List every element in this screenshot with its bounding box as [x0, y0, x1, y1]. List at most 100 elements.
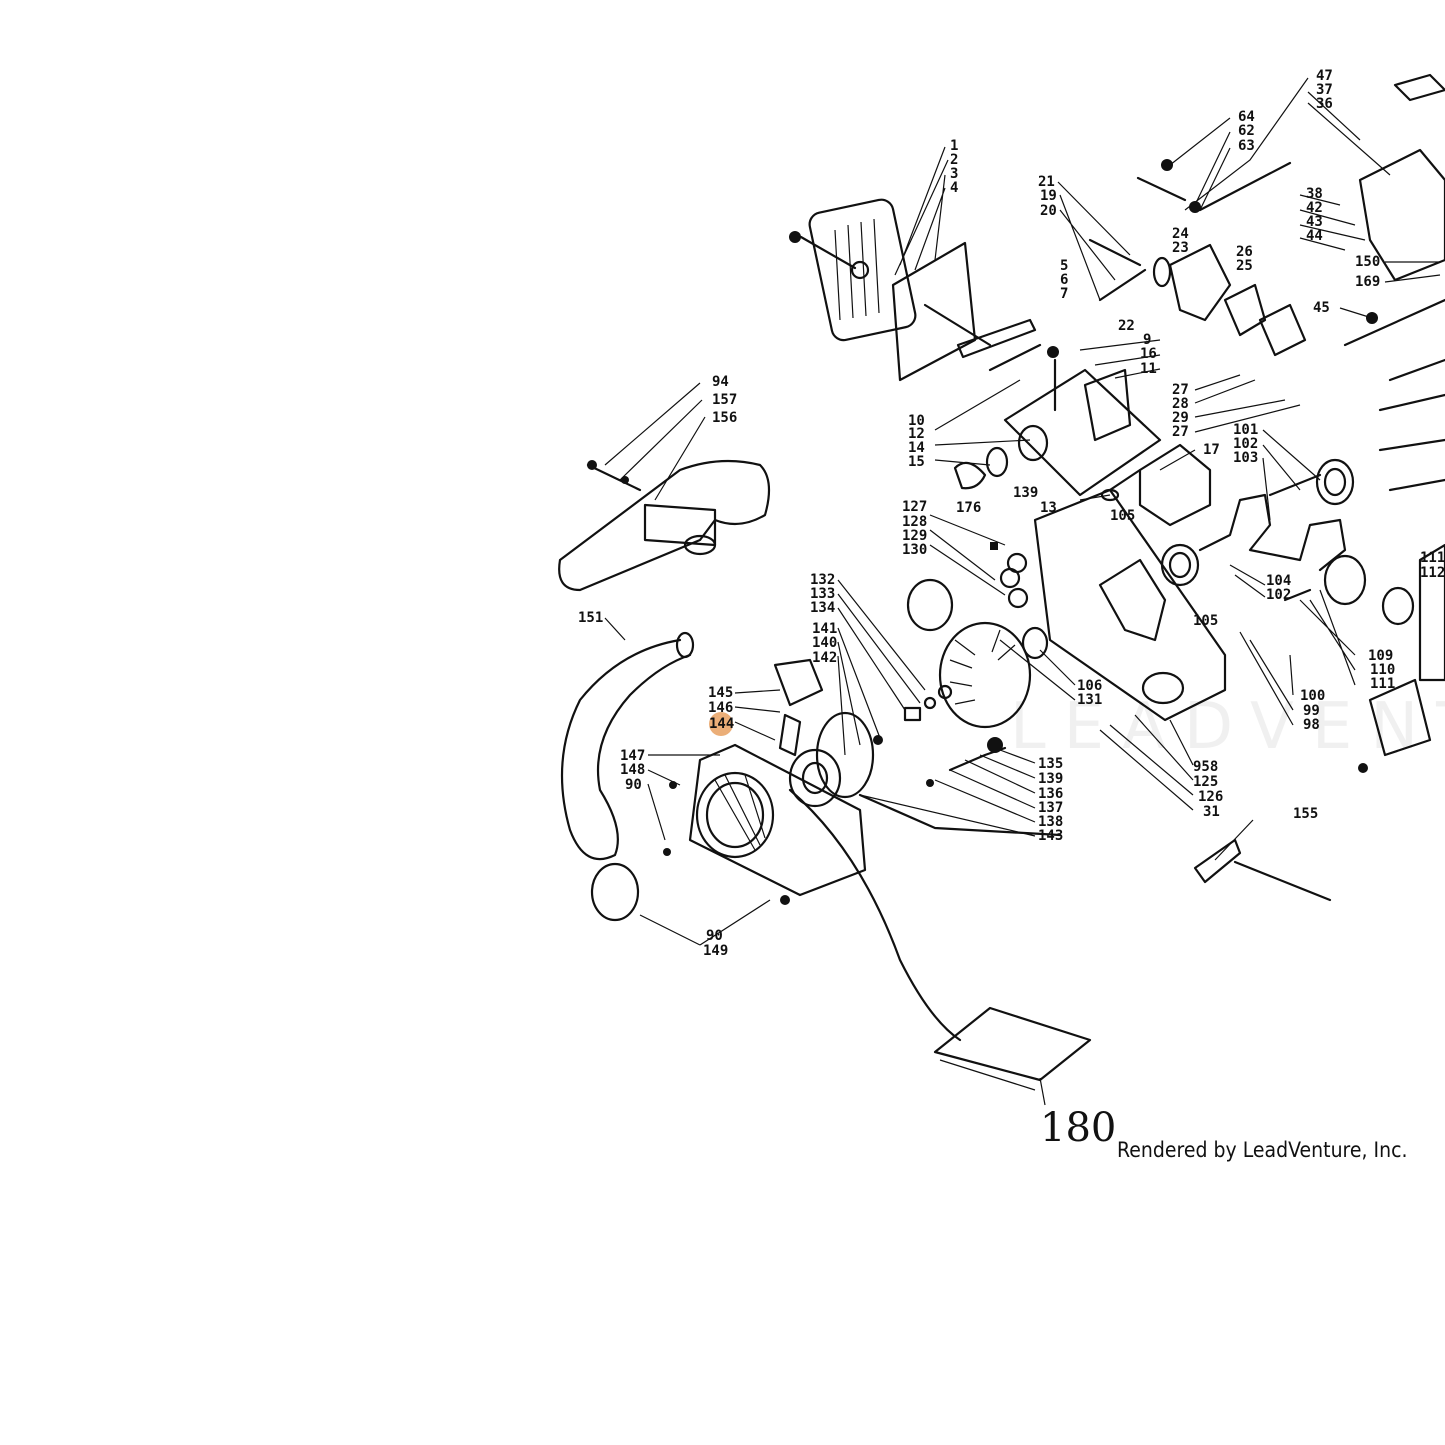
starter-housing-part[interactable]: [663, 743, 867, 905]
bar-studs-part[interactable]: [1136, 159, 1292, 213]
callout-label: 12: [908, 426, 925, 442]
callout-label: 105: [1110, 508, 1135, 524]
piston-part[interactable]: [1283, 554, 1415, 626]
leader-lines: [604, 77, 1441, 946]
callout-label: 42: [1306, 200, 1323, 216]
highlight-marker[interactable]: [709, 712, 733, 736]
owners-manual-part[interactable]: [933, 1006, 1092, 1106]
callout-label: 44: [1306, 228, 1323, 244]
callout-label: 111: [1420, 550, 1445, 566]
callout-label: 176: [956, 500, 981, 516]
starter-rope: [788, 788, 1062, 1042]
callout-label: 94: [712, 374, 729, 390]
callout-label: 90: [625, 777, 642, 793]
callout-label: 134: [810, 600, 835, 616]
callout-label: 101: [1233, 422, 1258, 438]
callout-label: 104: [1266, 573, 1291, 589]
callout-label: 36: [1316, 96, 1333, 112]
callout-label: 149: [703, 943, 728, 959]
callout-label: 90: [706, 928, 723, 944]
callout-label: 145: [708, 685, 733, 701]
callout-label: 102: [1233, 436, 1258, 452]
callout-label: 10: [908, 413, 925, 429]
callout-label: 147: [620, 748, 645, 764]
callout-label: 143: [1038, 828, 1063, 844]
watermark-text: LEADVENTURE: [1010, 690, 1445, 764]
callout-label: 21: [1038, 174, 1055, 190]
callout-label: 111: [1370, 676, 1395, 692]
callout-label: 112: [1420, 565, 1445, 581]
callout-label: 47: [1316, 68, 1333, 84]
callout-label: 99: [1303, 703, 1320, 719]
callout-label: 45: [1313, 300, 1330, 316]
callout-label: 17: [1203, 442, 1220, 458]
callout-label: 131: [1077, 692, 1102, 708]
callout-label: 43: [1306, 214, 1323, 230]
callout-label: 155: [1293, 806, 1318, 822]
filter-cover-part[interactable]: [891, 241, 1042, 382]
callout-label: 4: [950, 180, 958, 196]
callout-label: 151: [578, 610, 603, 626]
callout-label: 31: [1203, 804, 1220, 820]
callout-label: 26: [1236, 244, 1253, 260]
starter-grip-part[interactable]: [773, 658, 824, 757]
callout-label: 136: [1038, 786, 1063, 802]
callout-label: 1: [950, 138, 958, 154]
carburetor-part[interactable]: [1088, 238, 1307, 357]
callout-label: 100: [1300, 688, 1325, 704]
callout-label: 139: [1038, 771, 1063, 787]
callout-label: 127: [902, 499, 927, 515]
front-handle-part[interactable]: [560, 631, 695, 861]
callout-label: 14: [908, 440, 925, 456]
callout-label: 103: [1233, 450, 1258, 466]
starter-pulley-part[interactable]: [788, 711, 875, 808]
front-guard-part[interactable]: [558, 459, 771, 592]
callout-label: 140: [812, 635, 837, 651]
callout-label: 135: [1038, 756, 1063, 772]
muffler-part[interactable]: [1138, 443, 1212, 527]
callout-label: 146: [708, 700, 733, 716]
right-cover-part[interactable]: [1358, 543, 1445, 773]
callout-label: 110: [1370, 662, 1395, 678]
small-parts-cluster[interactable]: [873, 542, 1029, 787]
callout-label: 6: [1060, 272, 1068, 288]
callout-label: 16: [1140, 346, 1157, 362]
callout-label: 28: [1172, 396, 1189, 412]
callout-label: 24: [1172, 226, 1189, 242]
callout-label: 144: [709, 716, 734, 732]
flywheel-part[interactable]: [906, 578, 1032, 729]
callout-label: 22: [1118, 318, 1135, 334]
callout-label: 142: [812, 650, 837, 666]
callout-label: 2: [950, 152, 958, 168]
callout-label: 29: [1172, 410, 1189, 426]
handwritten-label-180: 180: [1040, 1105, 1117, 1151]
callout-label: 63: [1238, 138, 1255, 154]
callout-labels: 1 2 3 4 5 6 7 9 16 11 10 12 14 15 21 19 …: [578, 68, 1445, 959]
callout-label: 105: [1193, 613, 1218, 629]
callout-label: 7: [1060, 286, 1068, 302]
crankshaft-part[interactable]: [1198, 458, 1355, 572]
callout-label: 20: [1040, 203, 1057, 219]
callout-label: 13: [1040, 500, 1057, 516]
callout-label: 5: [1060, 258, 1068, 274]
callout-label: 958: [1193, 759, 1218, 775]
callout-label: 109: [1368, 648, 1393, 664]
callout-label: 37: [1316, 82, 1333, 98]
callout-label: 62: [1238, 123, 1255, 139]
callout-label: 130: [902, 542, 927, 558]
air-filter-part[interactable]: [789, 197, 918, 342]
callout-label: 102: [1266, 587, 1291, 603]
callout-label: 125: [1193, 774, 1218, 790]
chain-brake-part[interactable]: [1343, 73, 1445, 492]
handle-cap-part[interactable]: [590, 862, 640, 922]
callout-label: 157: [712, 392, 737, 408]
callout-label: 156: [712, 410, 737, 426]
callout-label: 38: [1306, 186, 1323, 202]
callout-label: 27: [1172, 424, 1189, 440]
callout-label: 138: [1038, 814, 1063, 830]
callout-label: 128: [902, 514, 927, 530]
callout-label: 169: [1355, 274, 1380, 290]
cylinder-part[interactable]: [953, 346, 1162, 502]
callout-label: 106: [1077, 678, 1102, 694]
scrench-tool-part[interactable]: [1193, 838, 1332, 902]
